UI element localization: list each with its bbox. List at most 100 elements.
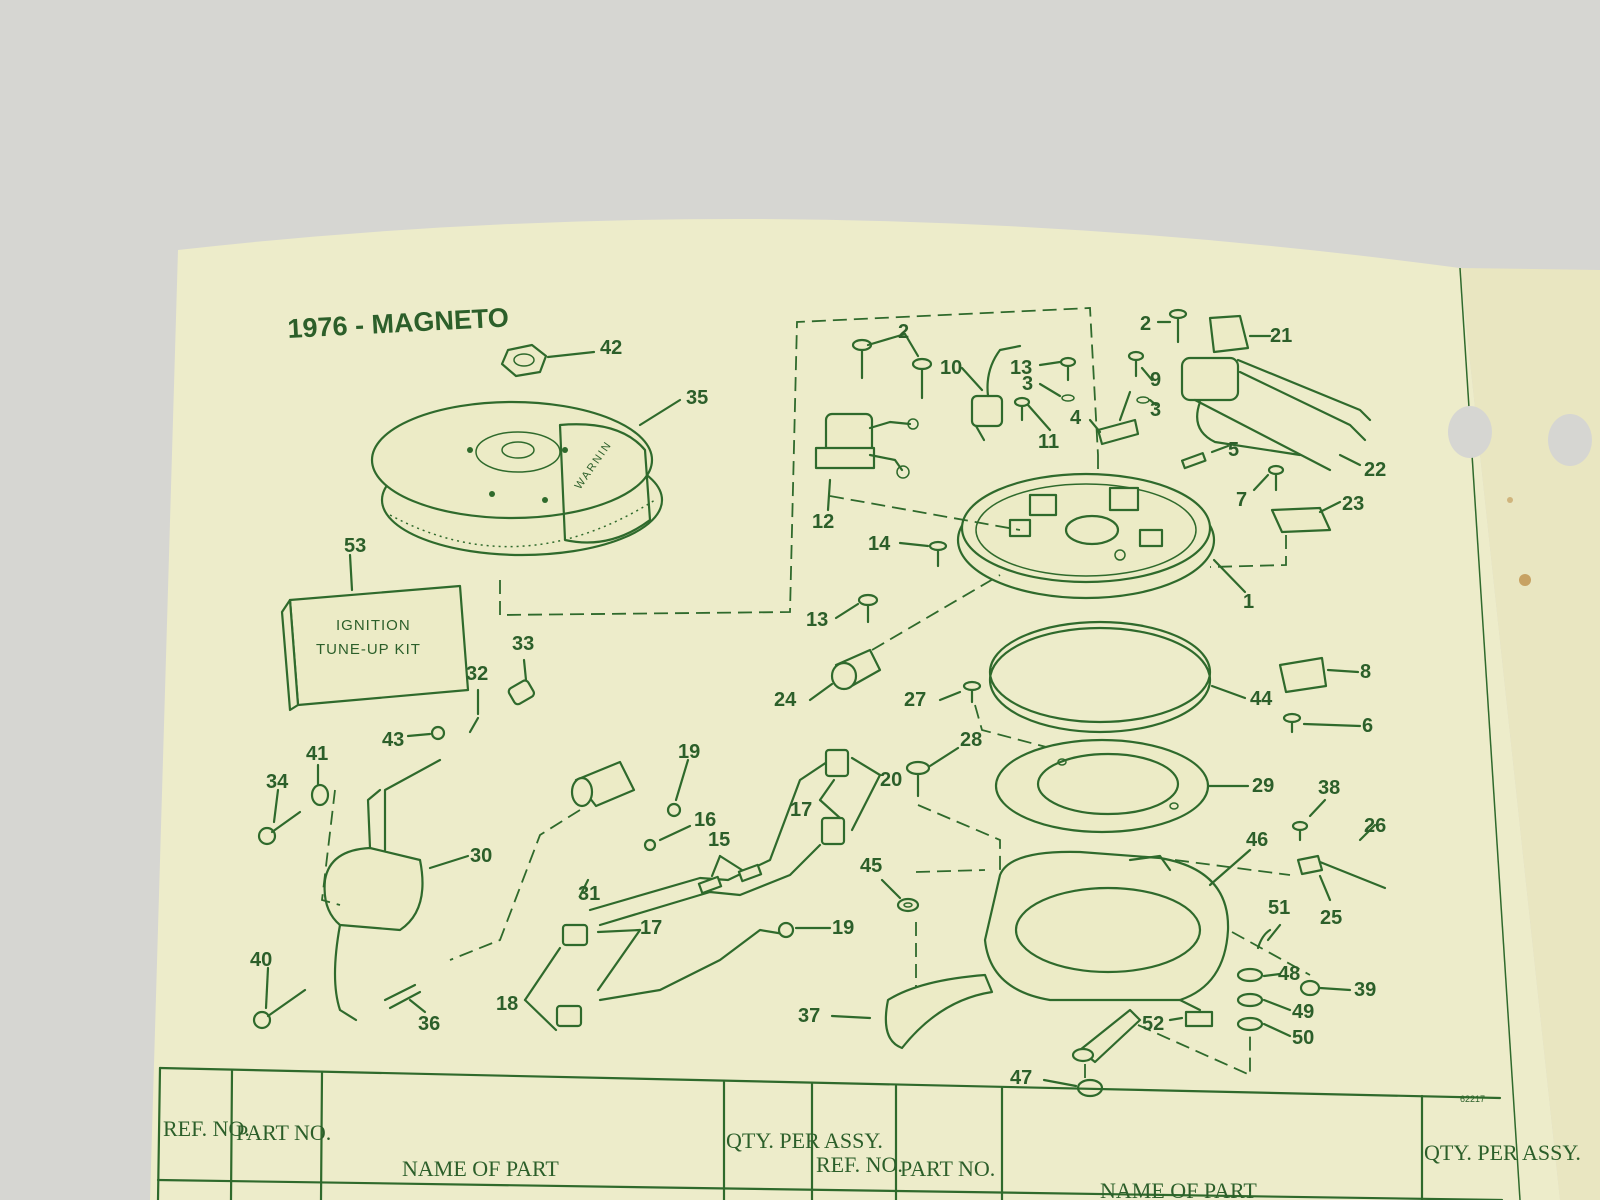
callout-42: 42 bbox=[600, 337, 622, 359]
screw-pair bbox=[851, 332, 933, 400]
callout-15: 15 bbox=[708, 829, 730, 851]
callout-27: 27 bbox=[904, 689, 926, 711]
table-header-ref-no: REF. NO. bbox=[163, 1116, 250, 1141]
callout-13b: 13 bbox=[806, 609, 828, 631]
retainer-ring bbox=[988, 620, 1247, 734]
table-header-qty: QTY. PER ASSY. bbox=[726, 1128, 883, 1153]
callout-33: 33 bbox=[512, 633, 534, 655]
callout-20: 20 bbox=[880, 769, 902, 791]
callout-52: 52 bbox=[1142, 1013, 1164, 1035]
callout-30: 30 bbox=[470, 845, 492, 867]
callout-2b: 2 bbox=[1140, 313, 1151, 335]
callout-11: 11 bbox=[1038, 431, 1059, 453]
ignition-coil-30 bbox=[321, 758, 470, 1022]
callout-10: 10 bbox=[940, 357, 962, 379]
terminal-33 bbox=[507, 658, 536, 706]
callout-31: 31 bbox=[578, 883, 600, 905]
callout-19a: 19 bbox=[678, 741, 700, 763]
wire-harness bbox=[588, 758, 832, 1002]
callout-29: 29 bbox=[1252, 775, 1274, 797]
bracket-and-screw bbox=[1278, 656, 1362, 734]
flywheel: WARNIN bbox=[370, 398, 682, 557]
callout-39: 39 bbox=[1354, 979, 1376, 1001]
callout-13a: 13 bbox=[1010, 357, 1032, 379]
armature-plate bbox=[829, 472, 1287, 600]
callout-26: 26 bbox=[1364, 815, 1386, 837]
washer-and-throttle-cam bbox=[830, 869, 994, 1050]
callout-21: 21 bbox=[1270, 325, 1292, 347]
table-header-part-no: PART NO. bbox=[236, 1120, 331, 1145]
callout-48: 48 bbox=[1278, 963, 1300, 985]
callout-16: 16 bbox=[694, 809, 716, 831]
binder-hole bbox=[1548, 414, 1592, 466]
parts-table: REF. NO. PART NO. NAME OF PART QTY. PER … bbox=[156, 1066, 1581, 1200]
support-plate bbox=[983, 848, 1291, 1012]
connectors-17 bbox=[523, 748, 882, 1032]
retainer-plate bbox=[994, 738, 1250, 834]
spring-32 bbox=[468, 688, 480, 734]
terminals-19-16 bbox=[643, 758, 832, 939]
spring-36 bbox=[383, 983, 427, 1014]
callout-45: 45 bbox=[860, 855, 882, 877]
condenser bbox=[960, 344, 1022, 442]
callout-47: 47 bbox=[1010, 1067, 1032, 1089]
callout-22: 22 bbox=[1364, 459, 1386, 481]
callout-18: 18 bbox=[496, 993, 518, 1015]
callout-53: 53 bbox=[344, 535, 366, 557]
callout-44: 44 bbox=[1250, 688, 1273, 710]
callout-34: 34 bbox=[266, 771, 289, 793]
screw-27 bbox=[938, 680, 1051, 749]
plate-screw bbox=[898, 540, 948, 568]
clamp-bracket bbox=[1252, 464, 1342, 534]
table-header-part-no-2: PART NO. bbox=[900, 1156, 995, 1181]
callout-17a: 17 bbox=[790, 799, 812, 821]
callout-24: 24 bbox=[774, 689, 797, 711]
table-header-name-2: NAME OF PART bbox=[1100, 1178, 1257, 1200]
binder-hole bbox=[1448, 406, 1492, 458]
callout-25: 25 bbox=[1320, 907, 1342, 929]
callout-35: 35 bbox=[686, 387, 708, 409]
callout-12: 12 bbox=[812, 511, 834, 533]
coil-screw-34 bbox=[257, 788, 302, 846]
callout-19b: 19 bbox=[832, 917, 854, 939]
pin bbox=[1180, 444, 1230, 470]
callout-9: 9 bbox=[1150, 369, 1161, 391]
cable-clamp bbox=[808, 574, 1001, 702]
points-screws bbox=[1013, 356, 1077, 432]
callout-6: 6 bbox=[1362, 715, 1373, 737]
callout-38: 38 bbox=[1318, 777, 1340, 799]
callout-23: 23 bbox=[1342, 493, 1364, 515]
callout-28: 28 bbox=[960, 729, 982, 751]
callout-8: 8 bbox=[1360, 661, 1371, 683]
callout-36: 36 bbox=[418, 1013, 440, 1035]
callout-2a: 2 bbox=[898, 321, 909, 343]
table-header-name: NAME OF PART bbox=[402, 1156, 559, 1181]
ignition-tune-up-kit: IGNITION TUNE-UP KIT bbox=[280, 553, 470, 712]
adjacent-page bbox=[1460, 268, 1600, 1200]
callout-43: 43 bbox=[382, 729, 404, 751]
callout-14: 14 bbox=[868, 533, 891, 555]
callout-46: 46 bbox=[1246, 829, 1268, 851]
page-title: 1976 - MAGNETO bbox=[287, 302, 510, 344]
callout-50: 50 bbox=[1292, 1027, 1314, 1049]
callout-3b: 3 bbox=[1150, 399, 1161, 421]
table-header-qty-2: QTY. PER ASSY. bbox=[1424, 1140, 1581, 1165]
callout-5: 5 bbox=[1228, 439, 1239, 461]
spark-plug-boot bbox=[449, 760, 636, 961]
link-and-nut bbox=[1042, 1008, 1251, 1098]
callout-1: 1 bbox=[1243, 591, 1254, 613]
kit-label-line1: IGNITION bbox=[336, 617, 411, 634]
callout-7: 7 bbox=[1236, 489, 1247, 511]
callout-40: 40 bbox=[250, 949, 272, 971]
washer-screw bbox=[1127, 350, 1158, 407]
drawing-number: 62217 bbox=[1460, 1094, 1485, 1104]
callout-3a: 3 bbox=[1022, 373, 1033, 395]
callout-4: 4 bbox=[1070, 407, 1082, 429]
kit-label-line2: TUNE-UP KIT bbox=[316, 641, 421, 658]
cap-43 bbox=[406, 725, 446, 741]
screw-40 bbox=[252, 966, 307, 1030]
callout-17b: 17 bbox=[640, 917, 662, 939]
callout-41: 41 bbox=[306, 743, 328, 765]
ignition-coil-with-leads bbox=[1156, 308, 1372, 472]
